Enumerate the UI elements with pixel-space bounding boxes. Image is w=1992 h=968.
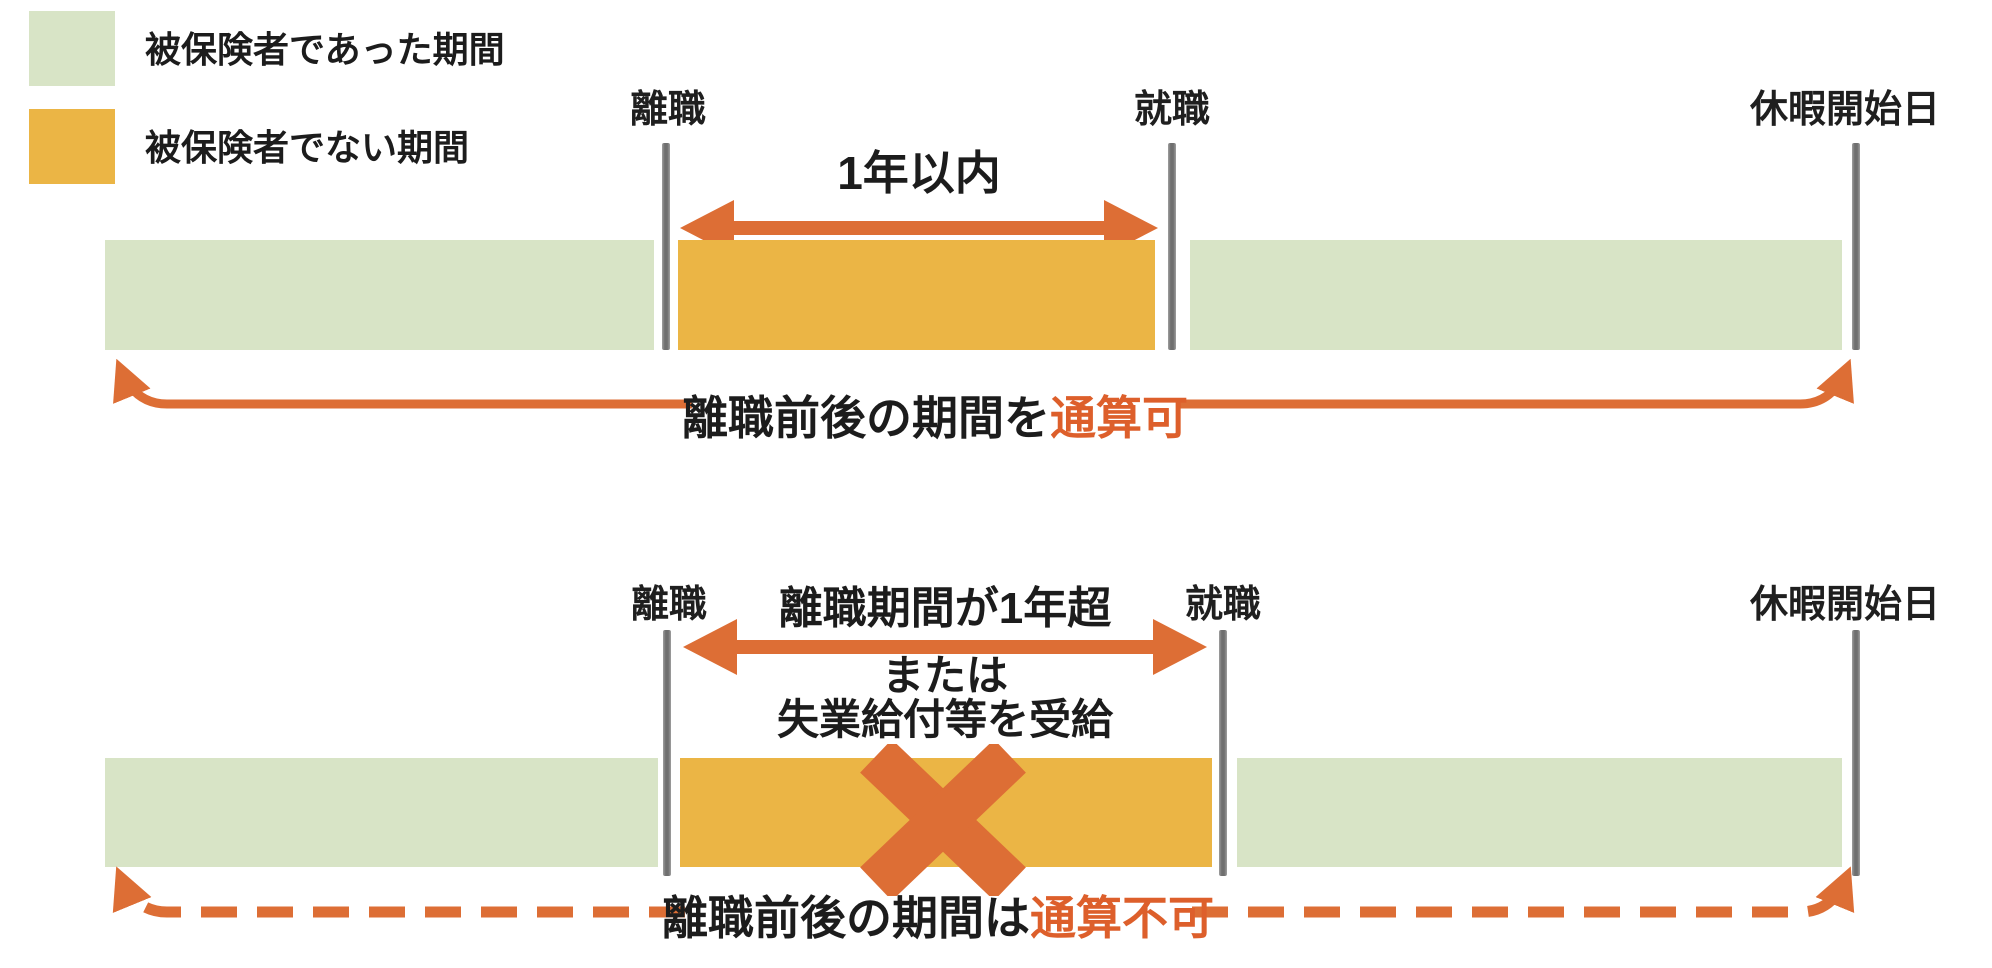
top-bar-uninsured xyxy=(678,240,1155,350)
legend-swatch-uninsured xyxy=(29,109,115,184)
bottom-marker-resign-line xyxy=(663,630,671,876)
top-label-leave-start: 休暇開始日 xyxy=(1749,89,1941,131)
bottom-span-line1: 離職期間が1年超 xyxy=(778,584,1112,633)
top-caption: 離職前後の期間を通算可 xyxy=(682,392,1188,444)
bottom-caption-black: 離職前後の期間は xyxy=(662,892,1030,944)
bottom-caption-orange: 通算不可 xyxy=(1030,892,1214,944)
bottom-caption-bracket-icon xyxy=(112,866,1855,918)
bottom-label-resign: 離職 xyxy=(630,584,708,626)
bottom-bar-insured-right xyxy=(1237,758,1842,867)
top-marker-resign-line xyxy=(662,143,670,350)
top-bar-insured-left xyxy=(105,240,654,350)
top-span-label: 1年以内 xyxy=(837,147,1001,199)
bottom-double-arrow-icon xyxy=(683,619,1207,675)
legend-swatch-insured xyxy=(29,11,115,86)
bottom-span-line2: または xyxy=(881,652,1009,699)
bottom-marker-employ-line xyxy=(1219,630,1227,876)
bottom-span-line3: 失業給付等を受給 xyxy=(776,696,1114,743)
top-bar-insured-right xyxy=(1190,240,1842,350)
legend-label-uninsured: 被保険者でない期間 xyxy=(145,127,470,168)
legend-label-insured: 被保険者であった期間 xyxy=(145,29,505,70)
bottom-caption: 離職前後の期間は通算不可 xyxy=(662,892,1214,944)
bottom-label-employ: 就職 xyxy=(1184,584,1262,626)
bottom-bar-insured-left xyxy=(105,758,658,867)
bottom-label-leave-start: 休暇開始日 xyxy=(1749,584,1941,626)
bottom-marker-leave-start-line xyxy=(1852,630,1860,876)
top-label-employ: 就職 xyxy=(1133,89,1211,131)
top-caption-black: 離職前後の期間を xyxy=(682,392,1050,444)
top-caption-bracket-icon xyxy=(113,358,1854,409)
top-caption-orange: 通算可 xyxy=(1050,392,1188,444)
not-allowed-x-icon xyxy=(860,744,1026,896)
top-marker-employ-line xyxy=(1168,143,1176,350)
top-marker-leave-start-line xyxy=(1852,143,1860,350)
top-label-resign: 離職 xyxy=(629,89,707,131)
